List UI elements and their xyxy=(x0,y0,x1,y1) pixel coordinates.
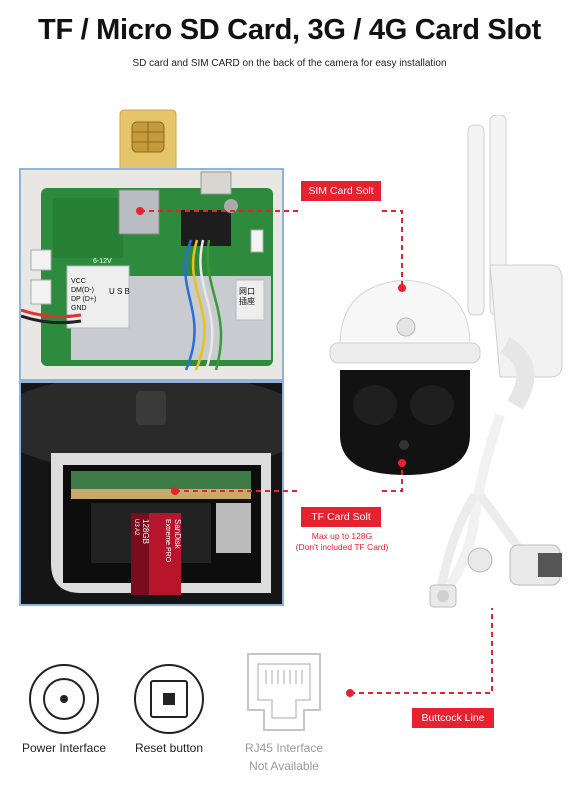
tf-line-up xyxy=(382,463,403,492)
sim-dot xyxy=(136,207,144,215)
page-title: TF / Micro SD Card, 3G / 4G Card Slot xyxy=(38,14,541,46)
rj45-dot xyxy=(346,689,354,697)
buttcock-line-tag: Buttcock Line xyxy=(412,708,494,728)
sd-card-capacity: 128GB xyxy=(141,519,150,544)
tf-note-excluded: (Don't included TF Card) xyxy=(295,542,389,552)
sim-line-down xyxy=(382,210,403,285)
pin-label-gnd: GND xyxy=(71,305,87,312)
power-interface-label: Power Interface xyxy=(21,741,107,755)
rj45-interface-icon xyxy=(247,653,321,731)
power-interface-icon xyxy=(29,664,99,734)
sim-card-slot-tag: SIM Card Solt xyxy=(301,181,381,201)
usb-label: U S B xyxy=(109,287,130,296)
tf-slot-photo: SanDisk Extreme PRO 128GB U3 A2 xyxy=(19,381,284,606)
reset-button-label: Reset button xyxy=(134,741,204,755)
sd-card-line: Extreme PRO xyxy=(164,519,171,563)
network-label-1: 网口 xyxy=(239,287,255,296)
network-label-2: 插座 xyxy=(239,296,255,306)
pin-label-dp: DP (D+) xyxy=(71,296,96,303)
pin-label-dm: DM(D-) xyxy=(71,287,94,294)
page-subtitle: SD card and SIM CARD on the back of the … xyxy=(132,58,447,69)
voltage-label: 6-12V xyxy=(93,258,112,265)
sd-card-specs: U3 A2 xyxy=(133,519,139,536)
tf-dot xyxy=(171,487,179,495)
pin-label-vcc: VCC xyxy=(71,278,86,285)
tf-note-max: Max up to 128G xyxy=(311,531,373,541)
rj45-not-available-label: Not Available xyxy=(249,759,319,773)
camera-tf-dot xyxy=(398,459,406,467)
rj45-interface-label: RJ45 Interface xyxy=(244,741,324,755)
camera-sim-dot xyxy=(398,284,406,292)
tf-card-slot-tag: TF Card Solt xyxy=(301,507,381,527)
sd-card-brand: SanDisk xyxy=(173,519,182,550)
buttcock-line xyxy=(350,608,493,694)
ptz-camera-image xyxy=(329,115,563,608)
reset-button-icon xyxy=(134,664,204,734)
